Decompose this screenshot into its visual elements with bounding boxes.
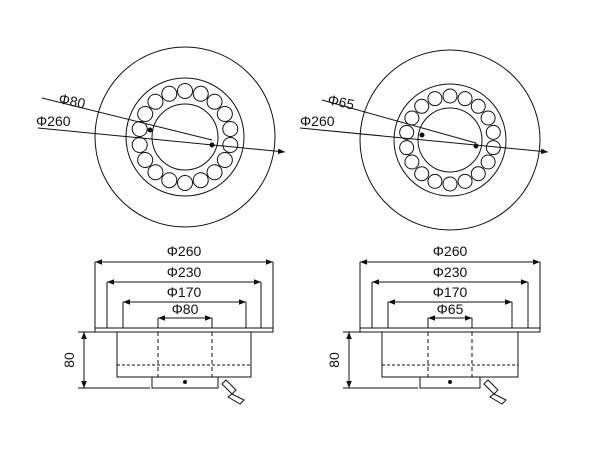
led-lens xyxy=(147,93,164,110)
led-lens xyxy=(206,93,223,110)
left-dim-260: Φ260 xyxy=(167,243,202,259)
led-lens xyxy=(414,166,430,182)
led-lens xyxy=(147,164,164,181)
led-ring xyxy=(399,88,501,192)
leader-line-outer xyxy=(37,127,286,155)
led-lens xyxy=(137,106,154,122)
left-top-outer-label: Φ260 xyxy=(36,113,71,129)
led-lens xyxy=(131,136,148,153)
left-height-label: 80 xyxy=(61,352,77,368)
led-ring xyxy=(131,83,239,191)
left-dim-80: Φ80 xyxy=(172,301,199,317)
cable-gland xyxy=(221,379,237,395)
outer-ring xyxy=(359,49,541,231)
right-top-view xyxy=(299,49,549,231)
led-lens xyxy=(161,85,178,102)
led-lens xyxy=(192,85,209,102)
housing xyxy=(381,331,519,378)
led-lens xyxy=(216,106,233,122)
led-lens xyxy=(457,173,473,189)
led-ring-outer-edge xyxy=(393,83,507,197)
right-dim-260: Φ260 xyxy=(433,243,468,259)
led-lens xyxy=(404,110,420,126)
led-lens xyxy=(399,124,415,140)
led-ring-inner-edge xyxy=(417,107,483,173)
led-lens xyxy=(414,98,430,114)
right-height-label: 80 xyxy=(326,352,342,368)
led-lens xyxy=(480,110,496,126)
led-lens xyxy=(442,88,458,104)
led-lens xyxy=(137,152,154,168)
led-lens xyxy=(427,173,443,189)
housing xyxy=(116,331,252,378)
led-lens xyxy=(177,175,193,191)
led-lens xyxy=(404,154,420,170)
led-lens xyxy=(442,176,458,192)
led-lens xyxy=(222,136,239,153)
leader-line-inner xyxy=(41,97,213,141)
led-ring-inner-edge xyxy=(151,103,219,171)
led-lens xyxy=(470,166,486,182)
right-top-outer-label: Φ260 xyxy=(300,113,335,129)
outer-ring xyxy=(94,46,276,228)
dim-point xyxy=(419,132,425,138)
led-lens xyxy=(480,154,496,170)
dim-point xyxy=(209,142,215,148)
leader-line-inner xyxy=(321,99,477,144)
left-dim-230: Φ230 xyxy=(167,264,202,280)
led-lens xyxy=(427,91,443,107)
led-lens xyxy=(206,164,223,181)
right-dim-170: Φ170 xyxy=(433,284,468,300)
led-lens xyxy=(161,172,178,189)
leader-line-outer xyxy=(299,127,549,155)
left-top-inner-label: Φ80 xyxy=(57,90,87,111)
dim-point xyxy=(473,143,479,149)
led-lens xyxy=(399,140,415,156)
led-lens xyxy=(192,172,209,189)
led-lens xyxy=(216,152,233,168)
cable-gland xyxy=(483,379,499,395)
flange xyxy=(94,327,274,333)
left-side-view xyxy=(78,259,274,405)
right-dim-65: Φ65 xyxy=(437,301,464,317)
right-top-inner-label: Φ65 xyxy=(326,91,356,112)
right-dim-230: Φ230 xyxy=(433,264,468,280)
dim-point xyxy=(147,127,153,133)
led-lens xyxy=(470,98,486,114)
right-side-view xyxy=(343,259,541,405)
left-top-view xyxy=(37,46,286,228)
led-lens xyxy=(457,91,473,107)
led-lens xyxy=(131,121,148,138)
left-dim-170: Φ170 xyxy=(167,284,202,300)
led-lens xyxy=(485,124,501,140)
flange xyxy=(359,327,541,333)
led-lens xyxy=(177,83,193,99)
led-lens xyxy=(222,121,239,138)
